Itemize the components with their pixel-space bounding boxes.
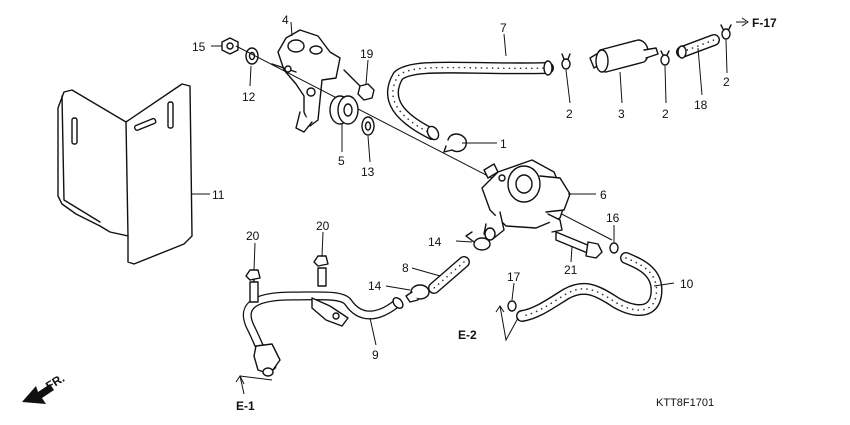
callout-labels: 4 15 12 19 7 2 3 2 18 2 5 13 1 6 11 16 1…: [192, 13, 730, 362]
callout-7: 7: [500, 21, 507, 35]
clip-17: [507, 300, 517, 312]
hose-7: [387, 60, 554, 141]
callout-12: 12: [242, 90, 256, 104]
clip-2c: [720, 24, 732, 40]
callout-4: 4: [282, 13, 289, 27]
callout-2a: 2: [566, 107, 573, 121]
hose-10: [516, 252, 663, 322]
mounting-bracket: [277, 29, 341, 133]
callout-2c: 2: [723, 75, 730, 89]
callout-14a: 14: [428, 235, 442, 249]
collar-13: [361, 116, 375, 136]
callout-2b: 2: [662, 107, 669, 121]
callout-1: 1: [500, 137, 507, 151]
callout-11: 11: [212, 188, 225, 202]
callout-21: 21: [564, 263, 578, 277]
pipe-9: [242, 291, 404, 377]
clip-16: [609, 242, 619, 254]
hose-18: [676, 34, 720, 59]
callout-14b: 14: [368, 279, 382, 293]
callout-3: 3: [618, 107, 625, 121]
bracket-screw: [271, 63, 297, 73]
hose-8: [428, 256, 470, 294]
clamp-14a: [465, 231, 491, 251]
washer-bolt-15: [221, 37, 239, 55]
callout-13: 13: [361, 165, 375, 179]
callout-6: 6: [600, 188, 607, 202]
callout-16: 16: [606, 211, 620, 225]
callout-10: 10: [680, 277, 694, 291]
clip-2b: [660, 50, 670, 66]
bolt-19: [343, 69, 375, 101]
air-filter-3: [589, 39, 659, 73]
ref-e1: E-1: [236, 399, 255, 413]
front-arrow-icon: [22, 384, 54, 404]
ref-e2: E-2: [458, 328, 477, 342]
callout-8: 8: [402, 261, 409, 275]
washer-12: [245, 47, 259, 65]
clamp-1: [443, 133, 467, 153]
callout-5: 5: [338, 154, 345, 168]
callout-15: 15: [192, 40, 206, 54]
callout-20b: 20: [316, 219, 330, 233]
bolt-20a: [245, 269, 261, 303]
callout-9: 9: [372, 348, 379, 362]
bolt-20b: [313, 255, 329, 287]
callout-20a: 20: [246, 229, 260, 243]
clamp-14b: [405, 284, 430, 303]
reference-arrows: [235, 17, 749, 395]
diagram-code: KTT8F1701: [656, 397, 714, 409]
air-valve-6: [481, 159, 571, 241]
grommet-5: [329, 95, 359, 125]
clip-2a: [561, 53, 571, 70]
bolt-21: [555, 231, 603, 259]
callout-17: 17: [507, 270, 521, 284]
callout-18: 18: [694, 98, 708, 112]
ref-f17: F-17: [752, 16, 777, 30]
insulator-pad: [57, 83, 193, 265]
leader-lines: [192, 21, 728, 346]
callout-19: 19: [360, 47, 374, 61]
